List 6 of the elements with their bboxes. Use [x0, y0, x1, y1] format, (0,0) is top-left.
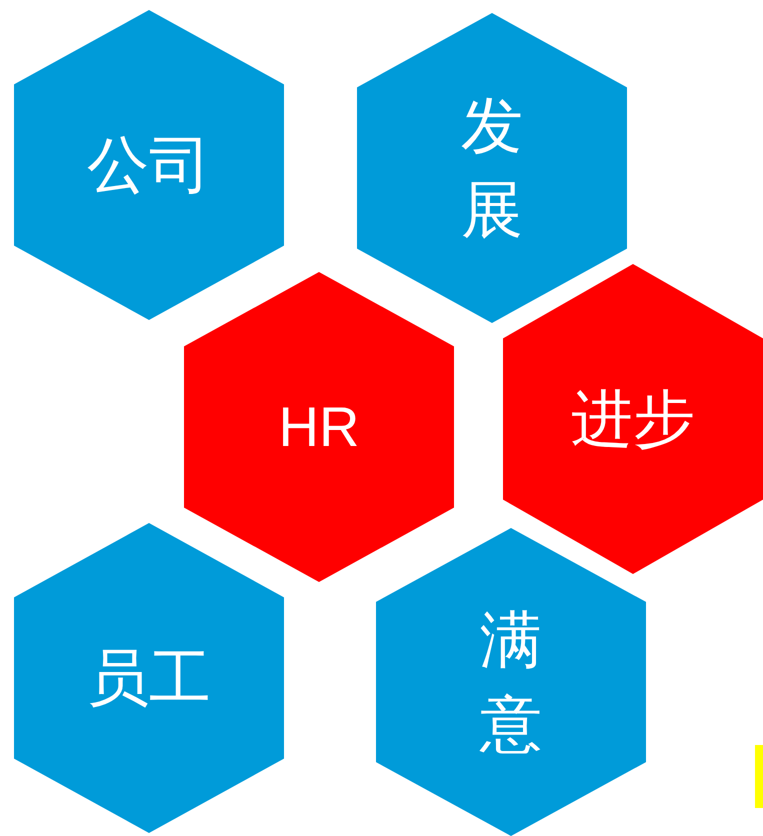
- hexagon-label: HR: [278, 394, 360, 460]
- hexagon-label: 进步: [571, 381, 695, 458]
- hexagon-label: 员工: [87, 640, 211, 716]
- hexagon-label: 满意: [480, 602, 542, 762]
- hexagon-label: 发展: [461, 88, 523, 248]
- hexagon-label: 公司: [87, 127, 211, 204]
